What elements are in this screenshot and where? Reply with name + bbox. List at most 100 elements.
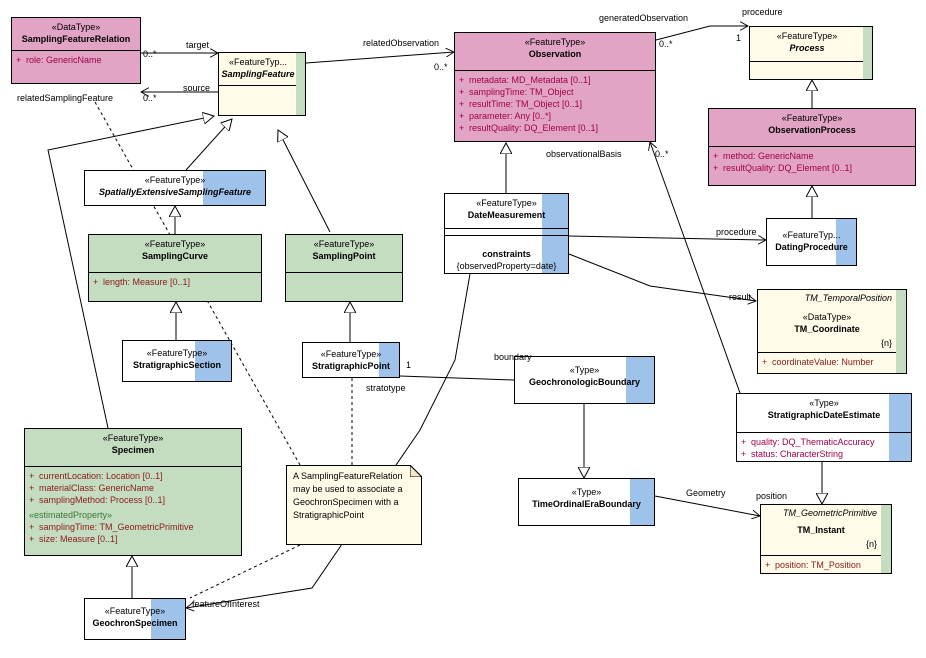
stereotype-label: «Type»: [569, 365, 600, 375]
role-label-related-observation: relatedObservation: [363, 38, 440, 48]
role-label-procedure: procedure: [742, 7, 783, 17]
assoc-procedure: [568, 236, 766, 240]
attribute-compartment: +metadata: MD_Metadata [0..1] +samplingT…: [455, 70, 655, 136]
stereotype-label: «FeatureType»: [146, 348, 208, 358]
attribute: +samplingMethod: Process [0..1]: [29, 495, 166, 505]
class-tm-instant[interactable]: TM_GeometricPrimitive TM_Instant {n} +po…: [760, 504, 892, 574]
stereotype-label: «FeatureType»: [524, 37, 586, 47]
role-label-stratotype: stratotype: [366, 383, 406, 393]
attribute: +samplingTime: TM_Object: [459, 87, 574, 97]
role-label-observational-basis: observationalBasis: [546, 149, 622, 159]
gen-sesf-sf: [185, 119, 232, 171]
class-name: TimeOrdinalEraBoundary: [532, 499, 641, 509]
attribute: +method: GenericName: [713, 151, 814, 161]
attribute-compartment: +currentLocation: Location [0..1] +mater…: [25, 466, 241, 547]
note-link-geospec: [189, 544, 301, 599]
constraints-heading: constraints: [482, 249, 531, 259]
stereotype-label: «DataType»: [51, 22, 101, 32]
multiplicity-label: 1: [406, 360, 412, 370]
role-label-position: position: [756, 491, 788, 501]
class-sampling-feature[interactable]: «FeatureTyp... SamplingFeature: [218, 52, 306, 116]
attribute: +position: TM_Position: [765, 560, 861, 570]
gen-specimen-sf: [47, 116, 214, 429]
tagged-value: {n}: [865, 539, 877, 549]
stereotype-label: «FeatureType»: [320, 349, 382, 359]
attribute: +status: CharacterString: [741, 449, 844, 459]
role-label-generated-observation: generatedObservation: [599, 13, 689, 23]
role-label-related-sampling-feature: relatedSamplingFeature: [17, 93, 114, 103]
class-sampling-point[interactable]: «FeatureType» SamplingPoint: [285, 234, 403, 302]
attribute: +length: Measure [0..1]: [93, 277, 191, 287]
constraint-text: {observedProperty=date}: [456, 261, 557, 271]
attribute: +quality: DQ_ThematicAccuracy: [741, 437, 875, 447]
tagged-value: {n}: [880, 338, 892, 348]
gen-spoint-sf: [278, 130, 331, 233]
multiplicity-label: 0..*: [655, 149, 669, 159]
attribute: +metadata: MD_Metadata [0..1]: [459, 75, 591, 85]
attribute-compartment: +quality: DQ_ThematicAccuracy +status: C…: [737, 432, 911, 462]
class-observation[interactable]: «FeatureType» Observation +metadata: MD_…: [454, 32, 656, 142]
note-fold-icon: [410, 465, 422, 477]
class-stratigraphic-section[interactable]: «FeatureType» StratigraphicSection: [122, 340, 232, 382]
class-name: StratigraphicPoint: [311, 361, 390, 371]
class-process[interactable]: «FeatureType» Process: [749, 26, 873, 80]
role-label-geometry: Geometry: [686, 488, 726, 498]
attribute: +coordinateValue: Number: [762, 357, 874, 367]
class-name: SamplingFeature: [221, 69, 295, 79]
stereotype-label: «FeatureType»: [776, 31, 838, 41]
class-time-ordinal-era-boundary[interactable]: «Type» TimeOrdinalEraBoundary: [518, 478, 655, 526]
class-name: Specimen: [111, 445, 155, 455]
assoc-featureOfInterest: [186, 273, 471, 608]
multiplicity-label: 0..*: [659, 39, 673, 49]
stereotype-label: «FeatureType»: [476, 198, 537, 208]
role-label-target: target: [186, 40, 210, 50]
class-geochronologic-boundary[interactable]: «Type» GeochronologicBoundary: [514, 356, 655, 404]
class-stratigraphic-date-estimate[interactable]: «Type» StratigraphicDateEstimate +qualit…: [736, 393, 912, 462]
attribute-compartment: +role: GenericName: [12, 50, 140, 68]
class-tm-coordinate[interactable]: TM_TemporalPosition «DataType» TM_Coordi…: [757, 289, 907, 374]
class-spatially-extensive-sampling-feature[interactable]: «FeatureType» SpatiallyExtensiveSampling…: [84, 170, 266, 206]
stereotype-label: «FeatureType»: [144, 175, 206, 185]
class-name: DateMeasurement: [467, 210, 546, 220]
class-sampling-curve[interactable]: «FeatureType» SamplingCurve +length: Mea…: [88, 234, 262, 302]
role-label-source: source: [183, 83, 211, 93]
role-label-procedure: procedure: [716, 227, 757, 237]
class-name: GeochronSpecimen: [92, 618, 178, 628]
class-name: Process: [789, 43, 825, 53]
attribute: +role: GenericName: [16, 55, 102, 65]
class-name: SamplingCurve: [141, 251, 208, 261]
class-name: ObservationProcess: [768, 125, 856, 135]
attribute-compartment: +method: GenericName +resultQuality: DQ_…: [709, 146, 915, 176]
class-stratigraphic-point[interactable]: «FeatureType» StratigraphicPoint: [302, 342, 400, 378]
multiplicity-label: 0..*: [143, 49, 157, 59]
class-name: TM_Instant: [797, 525, 845, 535]
attribute-compartment: +length: Measure [0..1]: [89, 272, 261, 290]
attribute: +samplingTime: TM_GeometricPrimitive: [29, 522, 194, 532]
role-label-result: result: [729, 292, 752, 302]
assoc-observationalBasis: [650, 142, 741, 394]
parent-class-label: TM_TemporalPosition: [804, 293, 892, 303]
class-dating-procedure[interactable]: «FeatureTyp... DatingProcedure: [766, 218, 857, 266]
multiplicity-label: 1: [736, 33, 742, 43]
class-name: StratigraphicDateEstimate: [767, 410, 881, 420]
role-label-boundary: boundary: [494, 352, 532, 362]
stereotype-label: «FeatureType»: [102, 433, 164, 443]
class-observation-process[interactable]: «FeatureType» ObservationProcess +method…: [708, 108, 916, 186]
stereotype-label: «FeatureTyp...: [228, 57, 288, 67]
role-label-feature-of-interest: featureOfInterest: [192, 599, 260, 609]
assoc-boundary-stratotype: [399, 375, 515, 381]
attribute-compartment: +position: TM_Position: [761, 555, 881, 573]
class-geochron-specimen[interactable]: «FeatureType» GeochronSpecimen: [84, 598, 186, 640]
assoc-geometry: [654, 495, 760, 516]
class-name: StratigraphicSection: [132, 360, 222, 370]
class-specimen[interactable]: «FeatureType» Specimen +currentLocation:…: [24, 428, 242, 556]
class-date-measurement[interactable]: «FeatureType» DateMeasurement constraint…: [444, 193, 569, 274]
stereotype-label: «Type»: [571, 487, 602, 497]
class-sampling-feature-relation[interactable]: «DataType» SamplingFeatureRelation +role…: [11, 17, 141, 84]
attribute: +materialClass: GenericName: [29, 483, 155, 493]
class-name: SamplingFeatureRelation: [21, 34, 131, 44]
attribute: +resultQuality: DQ_Element [0..1]: [713, 163, 853, 173]
parent-class-label: TM_GeometricPrimitive: [782, 508, 877, 518]
